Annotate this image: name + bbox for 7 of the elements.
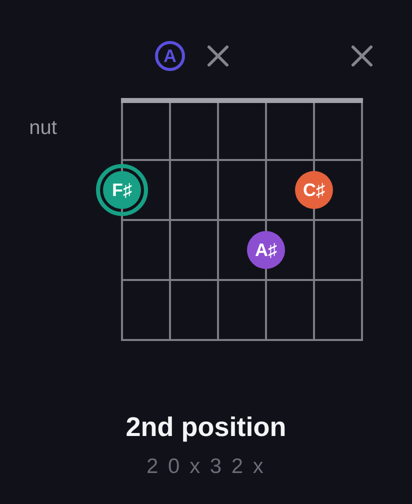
note-marker: C♯ <box>295 171 333 209</box>
fingering-code: 2 0 x 3 2 x <box>146 455 266 480</box>
root-note-marker: F♯ <box>96 164 148 216</box>
open-string-marker: A <box>155 41 185 71</box>
nut-label: nut <box>29 117 57 140</box>
chord-title: 2nd position <box>126 412 286 444</box>
note-marker: A♯ <box>247 231 285 269</box>
